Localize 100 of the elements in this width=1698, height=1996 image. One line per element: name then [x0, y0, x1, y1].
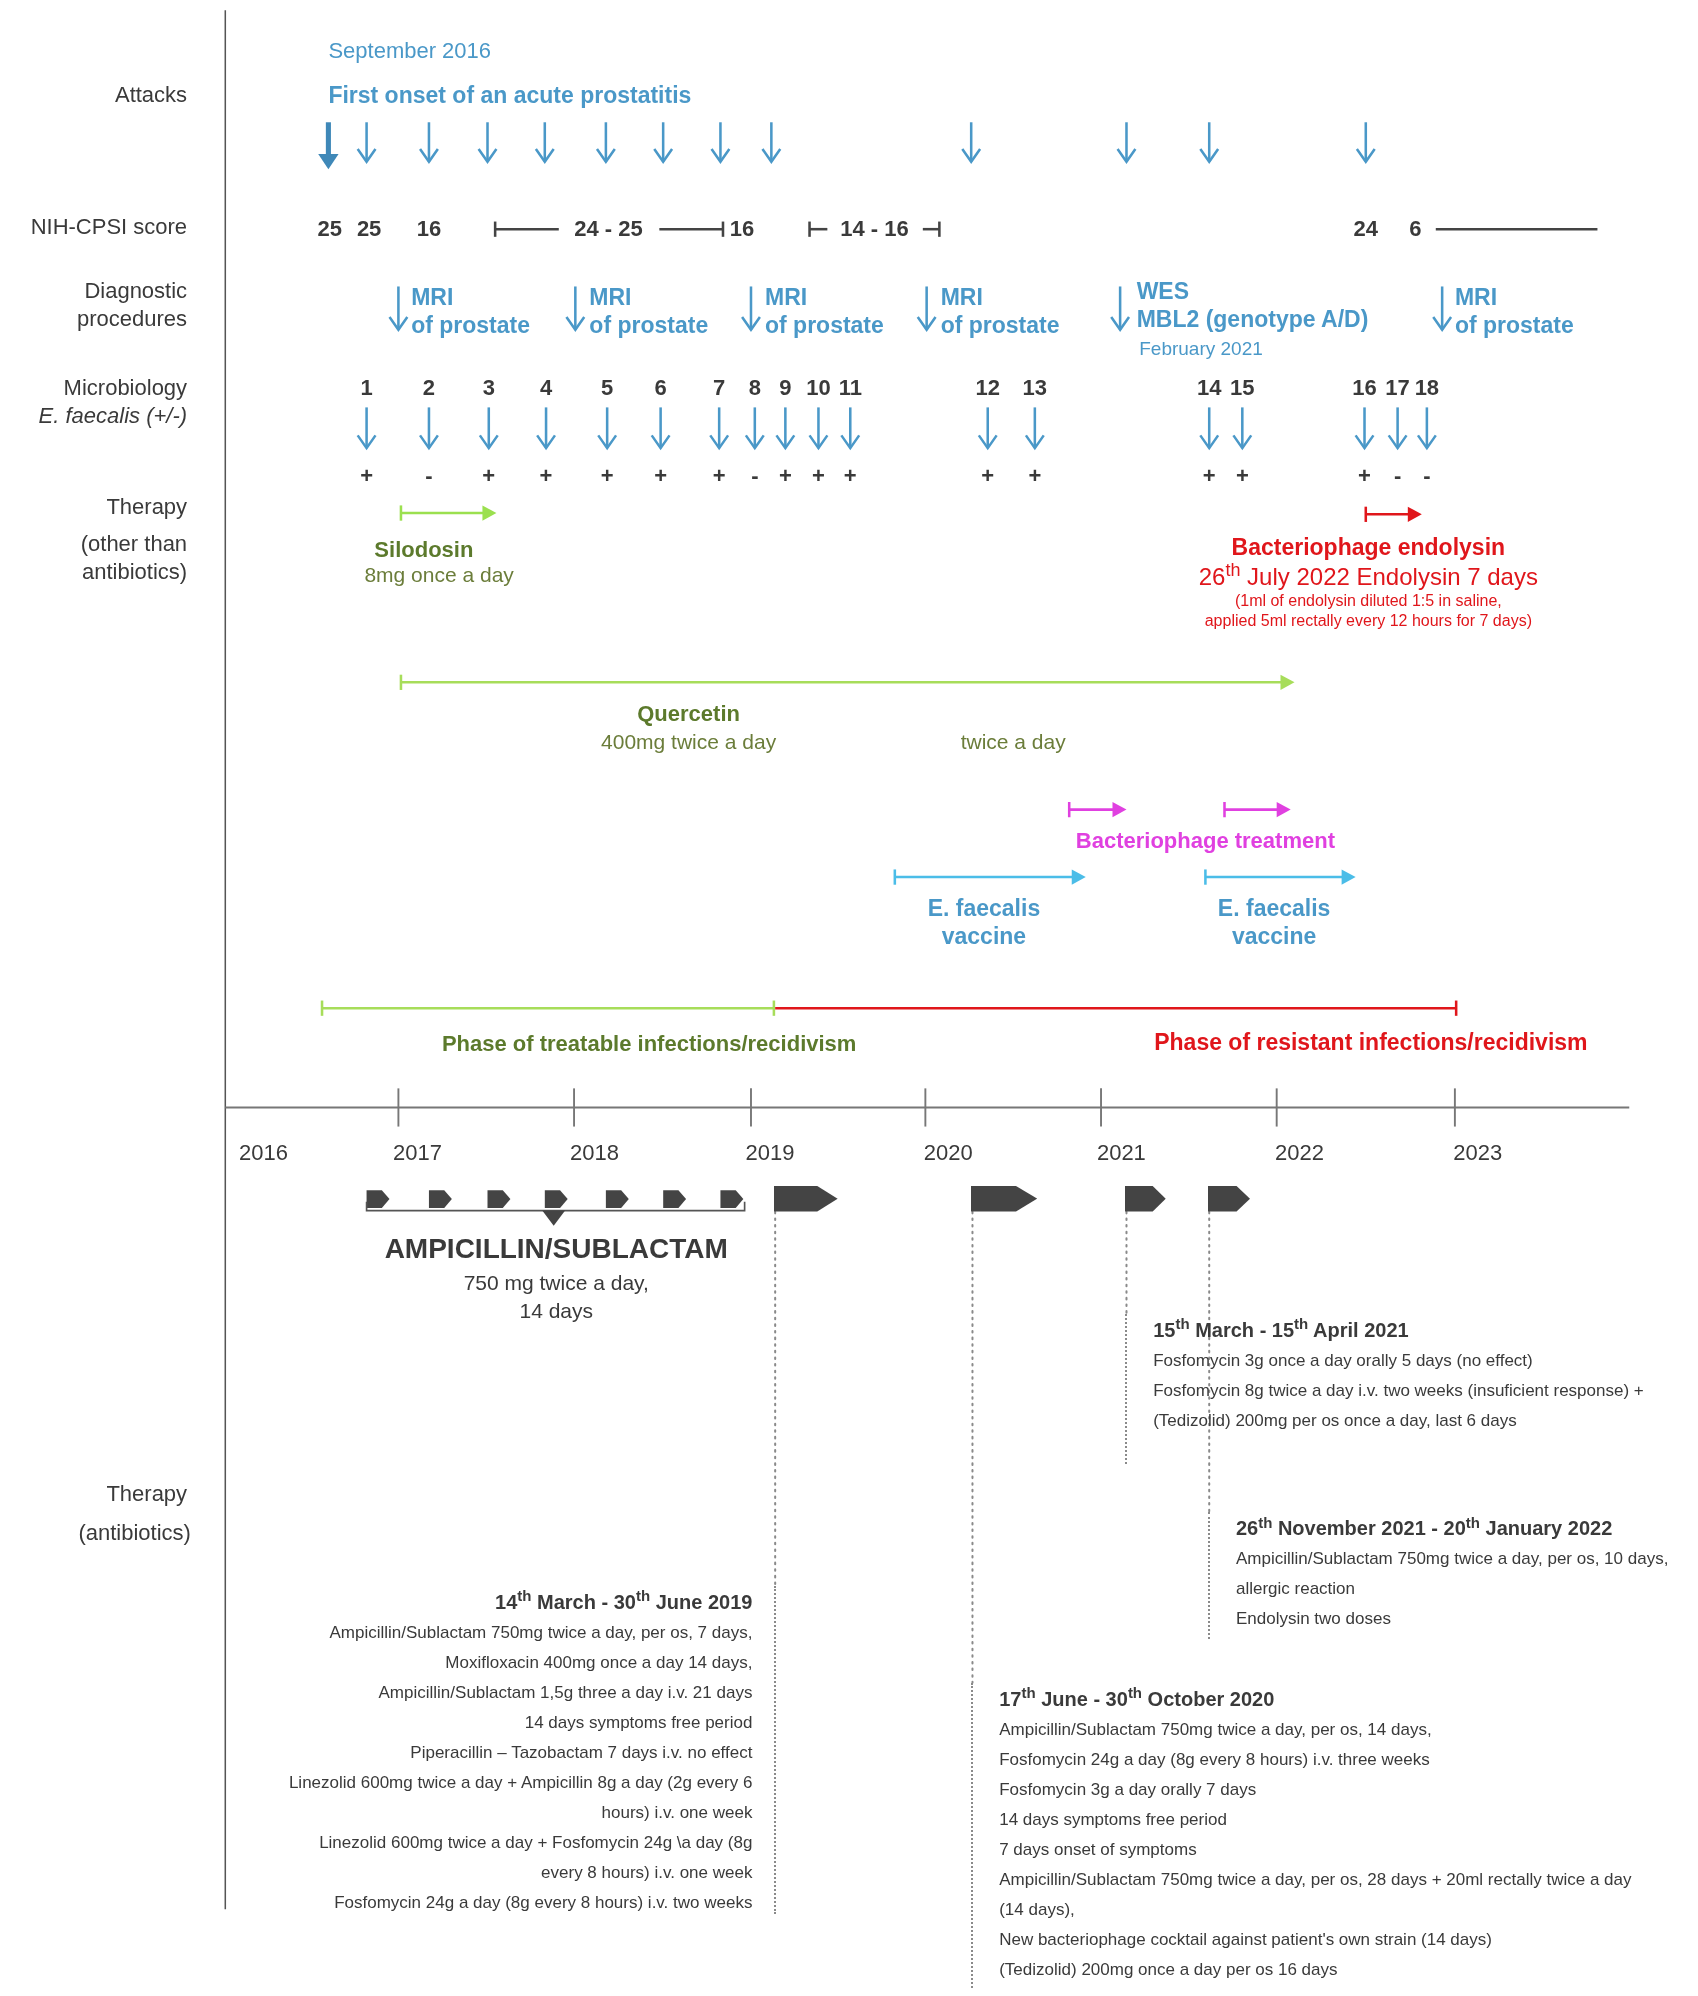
- result-sign: -: [751, 462, 759, 491]
- result-sign: +: [843, 462, 857, 491]
- row-label: Therapy: [106, 1480, 188, 1509]
- sample-number: 14: [1197, 374, 1222, 403]
- result-sign: +: [360, 462, 373, 491]
- sample-number: 18: [1414, 374, 1440, 403]
- procedure-label: MRI of prostate: [589, 282, 709, 339]
- result-sign: +: [712, 462, 726, 491]
- year-label: 2023: [1453, 1139, 1503, 1168]
- row-label: Diagnostic procedures: [77, 277, 188, 334]
- note-line: Fosfomycin 24g a day (8g every 8 hours) i.v. three weeks: [999, 1748, 1431, 1771]
- dose-label: twice a day: [960, 729, 1066, 756]
- row-label: (antibiotics): [78, 1518, 191, 1547]
- result-sign: +: [482, 462, 496, 491]
- result-sign: -: [1393, 462, 1402, 491]
- result-sign: +: [539, 462, 553, 491]
- score-value: 14 - 16: [840, 215, 909, 244]
- row-label: E. faecalis (+/-): [38, 402, 188, 431]
- note-heading: 14$^{th}$ March - 30$^{th}$ June 2019: [494, 1586, 753, 1615]
- sample-number: 6: [654, 374, 667, 403]
- note-line: Ampicillin/Sublactam 750mg twice a day, per os, 14 days,: [999, 1718, 1433, 1741]
- dose-label: 26$^{th}$ July 2022 Endolysin 7 days: [1198, 561, 1538, 592]
- therapy-label: Bacteriophage treatment: [1075, 827, 1335, 856]
- note-text: (1ml of endolysin diluted 1:5 in saline, applied 5ml rectally every 12 hours for 7 days): [1204, 590, 1532, 631]
- treatment-note: [287, 1586, 777, 1915]
- year-label: 2016: [239, 1139, 288, 1168]
- result-sign: +: [600, 462, 614, 491]
- score-value: 25: [356, 215, 382, 244]
- dotted-leader-line: [774, 1210, 777, 1588]
- result-sign: +: [812, 462, 825, 491]
- note-line: 14 days symptoms free period: [999, 1808, 1228, 1831]
- result-sign: +: [1235, 462, 1249, 491]
- sample-number: 9: [779, 374, 792, 403]
- therapy-label: E. faecalis vaccine: [1217, 893, 1331, 950]
- year-label: 2021: [1096, 1139, 1146, 1168]
- note-line: Fosfomycin 8g twice a day i.v. two weeks (insuficient response) + (Tedizolid) 200mg per os once a day, last 6 days: [1153, 1379, 1645, 1432]
- sample-number: 11: [838, 374, 862, 403]
- note-heading: 15$^{th}$ March - 15$^{th}$ April 2021: [1153, 1314, 1410, 1343]
- sample-number: 2: [422, 374, 436, 403]
- result-sign: +: [981, 462, 995, 491]
- row-label: NIH-CPSI score: [30, 212, 188, 241]
- sample-number: 8: [748, 374, 761, 403]
- note-line: Linezolid 600mg twice a day + Ampicillin 8g a day (2g every 6 hours) i.v. one week: [287, 1772, 753, 1824]
- phase-label: Phase of treatable infections/recidivism: [441, 1029, 857, 1058]
- note-line: Ampicillin/Sublactam 750mg twice a day, per os, 7 days,: [328, 1622, 753, 1644]
- note-line: Ampicillin/Sublactam 750mg twice a day, per os, 10 days, allergic reaction: [1235, 1548, 1670, 1601]
- dotted-leader-line: [1208, 1210, 1211, 1514]
- sample-number: 10: [806, 374, 831, 403]
- note-line: 7 days onset of symptoms: [999, 1838, 1198, 1861]
- score-value: 25: [317, 215, 342, 244]
- result-sign: +: [1202, 462, 1216, 491]
- event-label: First onset of an acute prostatitis: [328, 81, 692, 110]
- therapy-label: Bacteriophage endolysin: [1231, 533, 1506, 562]
- note-line: Piperacillin – Tazobactam 7 days i.v. no effect: [409, 1742, 753, 1764]
- result-sign: +: [1358, 462, 1371, 491]
- sample-number: 5: [601, 374, 614, 403]
- sample-number: 12: [975, 374, 1000, 403]
- score-value: 24 - 25: [574, 215, 643, 244]
- sample-number: 3: [482, 374, 495, 403]
- note-line: Linezolid 600mg twice a day + Fosfomycin 24g \a day (8g every 8 hours) i.v. one week: [318, 1832, 753, 1884]
- row-label: Attacks: [114, 81, 188, 110]
- note-line: (Tedizolid) 200mg once a day per os 16 days: [999, 1958, 1339, 1981]
- note-line: New bacteriophage cocktail against patient's own strain (14 days): [999, 1928, 1493, 1951]
- result-sign: +: [778, 462, 792, 491]
- procedure-label: MRI of prostate: [940, 282, 1060, 339]
- note-line: Fosfomycin 3g a day orally 7 days: [999, 1778, 1258, 1801]
- score-value: 16: [416, 215, 442, 244]
- dose-label: 750 mg twice a day, 14 days: [463, 1270, 649, 1325]
- note-line: Fosfomycin 3g once a day orally 5 days (no effect): [1153, 1349, 1534, 1372]
- dotted-leader-line: [971, 1210, 974, 1684]
- sample-number: 16: [1352, 374, 1377, 403]
- sample-number: 1: [360, 374, 373, 403]
- dose-label: 8mg once a day: [364, 562, 514, 589]
- date-label: September 2016: [328, 36, 492, 65]
- row-label: Therapy: [106, 492, 188, 521]
- row-label: (other than antibiotics): [80, 529, 188, 586]
- year-label: 2019: [745, 1139, 795, 1168]
- score-value: 6: [1409, 215, 1422, 244]
- sample-number: 13: [1022, 374, 1048, 403]
- drug-label: AMPICILLIN/SUBLACTAM: [384, 1231, 728, 1266]
- note-heading: 17$^{th}$ June - 30$^{th}$ October 2020: [999, 1683, 1276, 1712]
- note-line: Ampicillin/Sublactam 750mg twice a day, per os, 28 days + 20ml rectally twice a day (14 days),: [999, 1868, 1633, 1921]
- note-line: Moxifloxacin 400mg once a day 14 days,: [444, 1652, 753, 1674]
- result-sign: +: [654, 462, 668, 491]
- year-label: 2022: [1275, 1139, 1325, 1168]
- year-label: 2020: [923, 1139, 973, 1168]
- note-line: Endolysin two doses: [1235, 1608, 1392, 1631]
- score-value: 16: [729, 215, 755, 244]
- score-value: 24: [1353, 215, 1378, 244]
- year-label: 2017: [393, 1139, 442, 1168]
- procedure-label: MRI of prostate: [765, 282, 884, 339]
- note-line: Ampicillin/Sublactam 1,5g three a day i.v. 21 days: [377, 1682, 753, 1704]
- year-label: 2018: [569, 1139, 619, 1168]
- note-line: 14 days symptoms free period: [523, 1712, 753, 1734]
- row-label: Microbiology: [63, 374, 188, 403]
- date-label: February 2021: [1139, 336, 1263, 361]
- dose-label: 400mg twice a day: [601, 729, 777, 756]
- sample-number: 15: [1230, 374, 1255, 403]
- sample-number: 7: [713, 374, 726, 403]
- note-heading: 26$^{th}$ November 2021 - 20$^{th}$ January 2022: [1235, 1512, 1614, 1542]
